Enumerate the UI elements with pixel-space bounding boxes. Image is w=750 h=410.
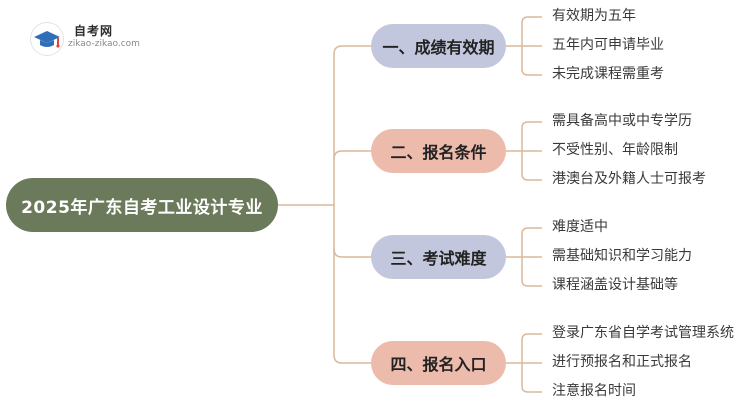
leaf-text: 需具备高中或中专学历	[552, 113, 692, 129]
root-node[interactable]: 2025年广东自考工业设计专业	[6, 178, 278, 232]
leaf-text: 难度适中	[552, 219, 608, 235]
branch-node[interactable]: 一、成绩有效期	[371, 24, 506, 68]
branch-node[interactable]: 四、报名入口	[371, 341, 506, 385]
leaf-text: 有效期为五年	[552, 8, 636, 24]
leaf-connector	[521, 68, 542, 76]
leaf-connector	[521, 173, 542, 181]
leaf-connector	[521, 333, 542, 341]
leaf-text: 港澳台及外籍人士可报考	[552, 171, 706, 187]
graduation-cap-icon	[30, 22, 64, 56]
logo-title: 自考网	[74, 24, 114, 38]
leaf-connector	[521, 227, 542, 235]
leaf-text: 课程涵盖设计基础等	[552, 277, 678, 293]
leaf-text: 登录广东省自学考试管理系统	[552, 325, 734, 341]
leaf-connector	[521, 279, 542, 287]
branch-connector	[333, 354, 371, 364]
site-logo[interactable]: 自考网 zikao-zikao.com	[30, 20, 160, 56]
leaf-text: 进行预报名和正式报名	[552, 354, 692, 370]
leaf-text: 需基础知识和学习能力	[552, 248, 692, 264]
branch-connector	[333, 150, 371, 160]
logo-subtitle: zikao-zikao.com	[68, 39, 140, 49]
leaf-text: 五年内可申请毕业	[552, 37, 664, 53]
leaf-connector	[521, 16, 542, 24]
branch-connector	[333, 248, 371, 258]
leaf-text: 未完成课程需重考	[552, 66, 664, 82]
branch-node[interactable]: 三、考试难度	[371, 235, 506, 279]
branch-node[interactable]: 二、报名条件	[371, 129, 506, 173]
leaf-text: 注意报名时间	[552, 383, 636, 399]
leaf-text: 不受性别、年龄限制	[552, 142, 678, 158]
leaf-connector	[521, 385, 542, 393]
leaf-connector	[521, 121, 542, 129]
branch-connector	[333, 45, 371, 55]
